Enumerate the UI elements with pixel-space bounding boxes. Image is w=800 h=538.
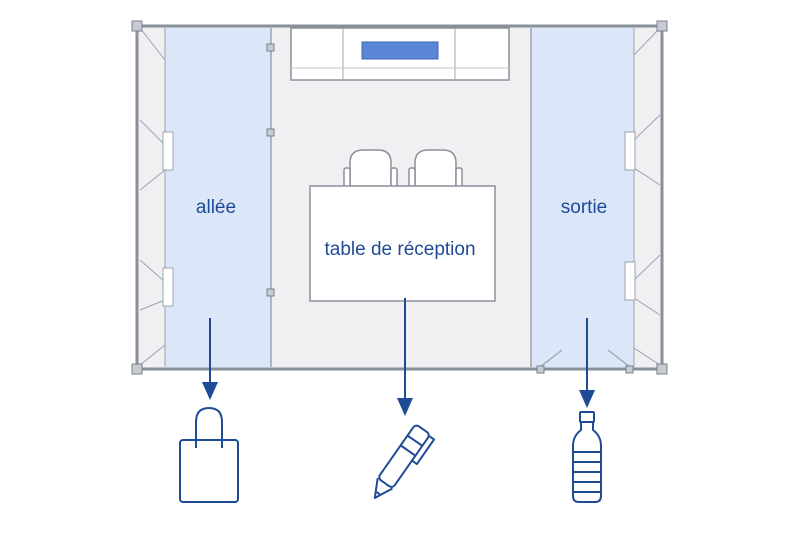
frame-corner-posts	[131, 20, 668, 375]
aisle-zone	[165, 28, 271, 367]
exit-zone	[531, 28, 634, 367]
right-glass-wall	[624, 27, 661, 367]
booth-frame	[135, 24, 664, 371]
monitor-screen	[361, 41, 439, 60]
pen-icon	[373, 424, 436, 500]
reception-table-label: table de réception	[324, 239, 476, 260]
left-glass-wall	[139, 27, 174, 367]
exit-door	[539, 349, 631, 368]
aisle-label: allée	[195, 197, 237, 218]
tote-bag-icon	[179, 407, 239, 503]
exit-label: sortie	[560, 197, 608, 218]
reception-table	[309, 185, 496, 302]
chair-right	[408, 149, 463, 189]
water-bottle-icon	[572, 411, 602, 503]
chair-left	[343, 149, 398, 189]
